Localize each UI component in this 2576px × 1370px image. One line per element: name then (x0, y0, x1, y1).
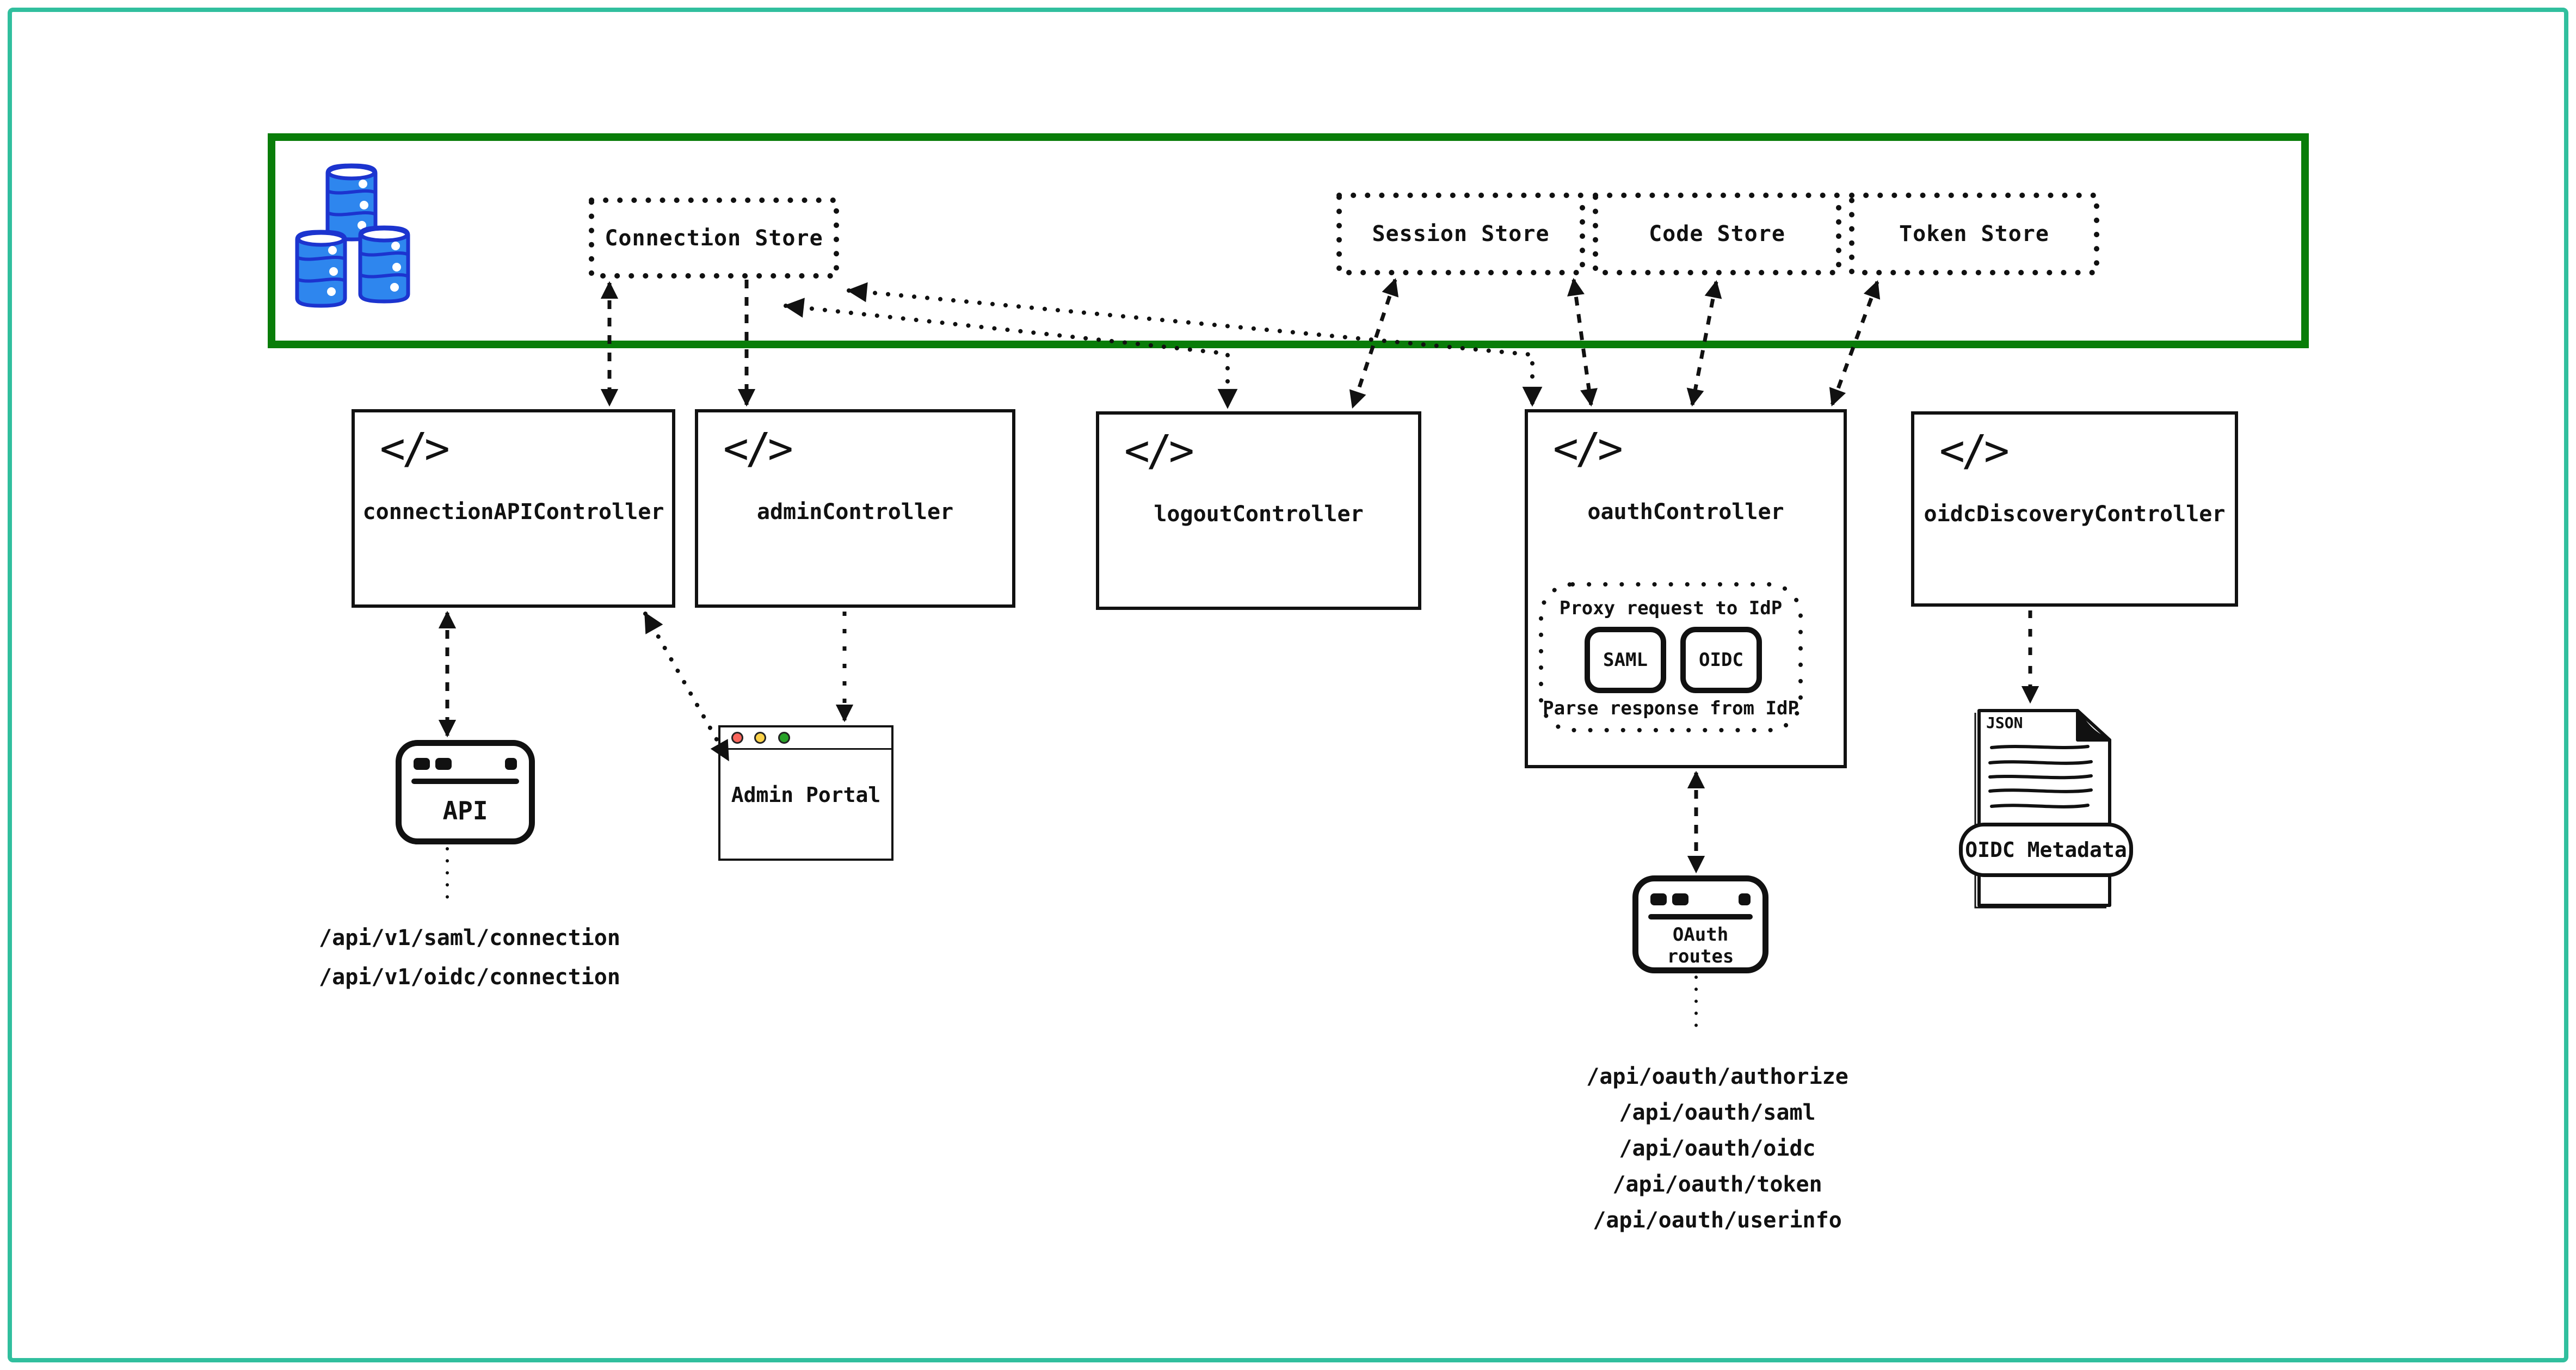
window-dot (1650, 893, 1667, 905)
parse-response-label: Parse response from IdP (1543, 698, 1799, 719)
controller-label: connectionAPIController (362, 499, 664, 524)
route-item: /api/oauth/userinfo (1593, 1208, 1842, 1233)
proxy-request-label: Proxy request to IdP (1559, 597, 1783, 619)
route-item: /api/oauth/authorize (1586, 1064, 1848, 1089)
code-icon: </> (1553, 424, 1623, 473)
oidc-metadata-banner: OIDC Metadata (1959, 823, 2133, 877)
route-item: /api/oauth/saml (1619, 1100, 1816, 1125)
controller-oidc-discovery: </> oidcDiscoveryController (1911, 411, 2238, 607)
controller-label: oauthController (1587, 499, 1784, 524)
code-icon: </> (1939, 427, 2010, 476)
traffic-light-yellow (754, 732, 766, 744)
api-window-icon: API (396, 740, 535, 844)
api-route-list: /api/v1/saml/connection /api/v1/oidc/con… (306, 918, 633, 997)
controller-connection-api: </> connectionAPIController (352, 409, 675, 608)
code-icon: </> (1124, 427, 1194, 476)
window-dot (1672, 893, 1688, 905)
json-type-label: JSON (1986, 714, 2023, 732)
api-window-label: API (442, 796, 488, 825)
window-dot (1739, 893, 1751, 905)
route-item: /api/oauth/oidc (1619, 1136, 1816, 1161)
route-item: /api/oauth/token (1612, 1172, 1822, 1197)
admin-portal-label: Admin Portal (731, 783, 881, 807)
oauth-routes-window-label: OAuth routes (1667, 924, 1734, 967)
code-store-label: Code Store (1649, 221, 1785, 246)
oauth-routes-window-icon: OAuth routes (1632, 875, 1768, 973)
code-icon: </> (380, 424, 450, 473)
traffic-light-red (731, 732, 743, 744)
controller-admin: </> adminController (695, 409, 1015, 608)
window-dot (435, 758, 452, 770)
oidc-box: OIDC (1680, 627, 1762, 693)
controller-logout: </> logoutController (1096, 411, 1421, 610)
token-store-label: Token Store (1899, 221, 2049, 246)
controller-label: logoutController (1154, 502, 1364, 527)
controller-label: adminController (756, 499, 954, 524)
connection-store-label: Connection Store (605, 225, 823, 251)
traffic-light-green (778, 732, 790, 744)
session-store-label: Session Store (1372, 221, 1550, 246)
controller-label: oidcDiscoveryController (1924, 502, 2226, 527)
route-item: /api/v1/saml/connection (319, 925, 620, 951)
saml-box: SAML (1585, 627, 1666, 693)
window-dot (414, 758, 430, 770)
admin-portal-window: Admin Portal (718, 725, 893, 861)
window-bar (411, 779, 519, 784)
portal-titlebar (720, 727, 891, 750)
window-dot (505, 758, 517, 770)
route-item: /api/v1/oidc/connection (319, 965, 620, 990)
oauth-route-list: /api/oauth/authorize /api/oauth/saml /ap… (1554, 1059, 1881, 1238)
outer-frame (8, 8, 2568, 1362)
code-icon: </> (723, 424, 793, 473)
window-bar (1648, 914, 1753, 919)
